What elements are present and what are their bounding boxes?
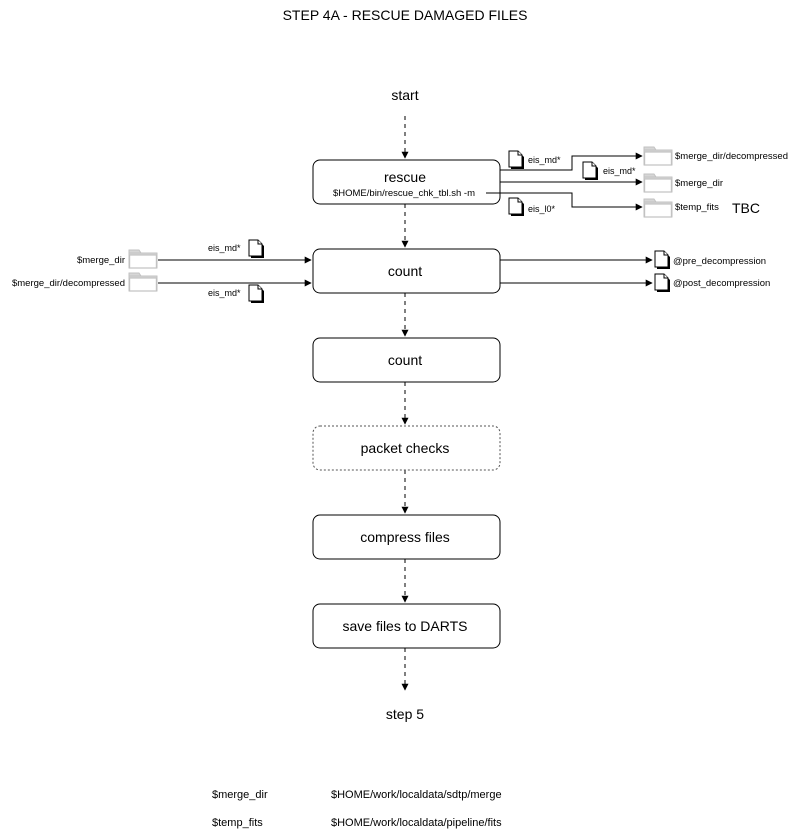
count-output-2-target: @post_decompression [673, 278, 770, 289]
document-icon [248, 284, 265, 304]
folder-icon [128, 249, 158, 269]
legend-2-name: $temp_fits [212, 817, 263, 829]
document-icon [654, 250, 671, 270]
document-icon [582, 161, 599, 181]
rescue-output-1: eis_md* $merge_dir/decompressed [500, 146, 788, 171]
document-icon [248, 239, 265, 259]
count-input-1-source: $merge_dir [77, 255, 125, 266]
step-compress-files-label: compress files [360, 529, 449, 545]
legend-1-name: $merge_dir [212, 789, 268, 801]
count-input-2-file: eis_md* [208, 288, 241, 298]
document-icon [508, 197, 525, 217]
start-label: start [391, 87, 418, 103]
rescue-output-2-target: $merge_dir [675, 178, 723, 189]
step-rescue[interactable]: rescue $HOME/bin/rescue_chk_tbl.sh -m [312, 159, 501, 205]
step-rescue-command: $HOME/bin/rescue_chk_tbl.sh -m [333, 188, 475, 199]
step-count-1[interactable]: count [312, 248, 501, 294]
diagram-title: STEP 4A - RESCUE DAMAGED FILES [283, 7, 528, 23]
document-icon [508, 150, 525, 170]
step-count-1-label: count [388, 263, 422, 279]
legend: $merge_dir $HOME/work/localdata/sdtp/mer… [212, 789, 502, 829]
count-output-2: @post_decompression [500, 273, 770, 293]
step-rescue-label: rescue [384, 169, 426, 185]
count-output-1-target: @pre_decompression [673, 256, 766, 267]
count-input-2-source: $merge_dir/decompressed [12, 278, 125, 289]
step-packet-checks-label: packet checks [361, 440, 450, 456]
document-icon [654, 273, 671, 293]
count-input-1-file: eis_md* [208, 243, 241, 253]
rescue-output-3: eis_l0* $temp_fits TBC [486, 192, 760, 218]
legend-1-path: $HOME/work/localdata/sdtp/merge [331, 789, 502, 801]
rescue-output-3-file: eis_l0* [528, 204, 556, 214]
folder-icon [643, 198, 673, 218]
rescue-output-1-file: eis_md* [528, 155, 561, 165]
count-input-2: $merge_dir/decompressed eis_md* [12, 272, 312, 304]
folder-icon [643, 146, 673, 166]
step-count-2[interactable]: count [312, 337, 501, 383]
rescue-output-3-target: $temp_fits [675, 202, 719, 213]
folder-icon [643, 173, 673, 193]
step-packet-checks[interactable]: packet checks [312, 425, 501, 471]
step-save-files-label: save files to DARTS [342, 618, 467, 634]
end-label: step 5 [386, 706, 424, 722]
folder-icon [128, 272, 158, 292]
rescue-output-2-file: eis_md* [603, 166, 636, 176]
step-compress-files[interactable]: compress files [312, 514, 501, 560]
step-count-2-label: count [388, 352, 422, 368]
step-save-files[interactable]: save files to DARTS [312, 603, 501, 649]
rescue-output-2: eis_md* $merge_dir [500, 161, 723, 193]
count-input-1: $merge_dir eis_md* [77, 239, 312, 269]
rescue-output-3-note: TBC [732, 200, 760, 216]
rescue-output-1-target: $merge_dir/decompressed [675, 151, 788, 162]
legend-2-path: $HOME/work/localdata/pipeline/fits [331, 817, 502, 829]
count-output-1: @pre_decompression [500, 250, 766, 270]
